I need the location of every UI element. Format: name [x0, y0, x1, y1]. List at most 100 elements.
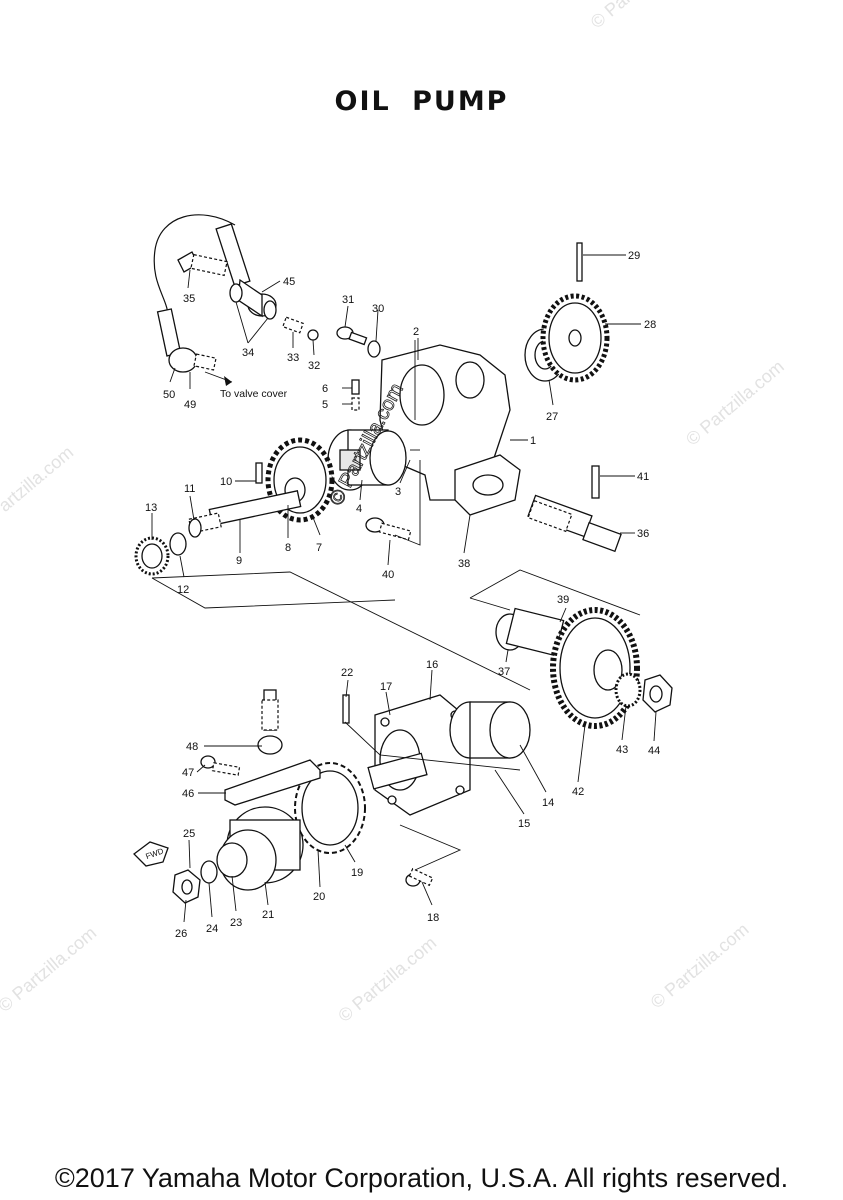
callout-26: 26 [175, 928, 187, 940]
callout-25: 25 [183, 828, 195, 840]
part-46-bracket [224, 759, 321, 806]
callout-17: 17 [380, 681, 392, 693]
part-5-spring [351, 397, 360, 411]
callout-9: 9 [236, 555, 242, 567]
part-26-nut [172, 869, 201, 904]
assembly-outlines [151, 449, 641, 871]
callout-40: 40 [382, 569, 394, 581]
callout-34: 34 [242, 347, 254, 359]
callout-21: 21 [262, 909, 274, 921]
part-28-sprocket [540, 293, 610, 383]
callout-4: 4 [356, 503, 362, 515]
part-34-washer [263, 300, 277, 320]
callout-37: 37 [498, 666, 510, 678]
callout-47: 47 [182, 767, 194, 779]
callout-16: 16 [426, 659, 438, 671]
callout-20: 20 [313, 891, 325, 903]
watermark-layer: © Partzilla.com © Partzilla.com © Partzi… [0, 0, 788, 1026]
part-30-washer [367, 340, 381, 358]
part-48-sensor [257, 689, 283, 755]
part-40-bolt [365, 517, 412, 541]
part-shaft [367, 752, 428, 790]
callout-39: 39 [557, 594, 569, 606]
callout-31: 31 [342, 294, 354, 306]
part-35-bolt [177, 251, 228, 277]
part-23-collar [216, 842, 248, 878]
callout-13: 13 [145, 502, 157, 514]
part-24-washer [200, 860, 218, 884]
fwd-arrow-icon: FWD [133, 841, 169, 867]
arrow-head-icon [224, 376, 232, 386]
note-to-valve-cover: To valve cover [220, 388, 288, 400]
callout-42: 42 [572, 786, 584, 798]
part-34-washer [229, 283, 243, 303]
part-50-banjo-fitting [156, 308, 217, 373]
part-43-gear [614, 672, 642, 708]
callout-45: 45 [283, 276, 295, 288]
part-13-spring [134, 536, 170, 576]
watermark-text: © Partzilla.com [647, 919, 753, 1012]
part-6-pin [351, 379, 360, 395]
callout-12: 12 [177, 584, 189, 596]
callout-8: 8 [285, 542, 291, 554]
watermark-text: © Partzilla.com [0, 923, 100, 1016]
part-18-bolt [405, 867, 434, 887]
callout-49: 49 [184, 399, 196, 411]
part-9-shaft [188, 490, 302, 534]
part-36-drive-shaft [527, 494, 622, 553]
callout-7: 7 [316, 542, 322, 554]
callout-46: 46 [182, 788, 194, 800]
callout-18: 18 [427, 912, 439, 924]
callout-labels: 1 2 3 4 5 6 7 8 9 10 11 12 13 14 15 16 1… [145, 250, 660, 940]
callout-10: 10 [220, 476, 232, 488]
callout-43: 43 [616, 744, 628, 756]
part-14-cap [449, 701, 531, 759]
part-44-nut [642, 674, 673, 713]
callout-3: 3 [395, 486, 401, 498]
callout-29: 29 [628, 250, 640, 262]
callout-44: 44 [648, 745, 660, 757]
part-32-ball [307, 329, 319, 341]
callout-35: 35 [183, 293, 195, 305]
callout-14: 14 [542, 797, 554, 809]
leader-lines [151, 254, 657, 923]
oil-hose-line [153, 214, 236, 321]
part-33-spring [282, 316, 304, 334]
part-47-bolt [200, 755, 241, 776]
callout-23: 23 [230, 917, 242, 929]
callout-28: 28 [644, 319, 656, 331]
part-19-spring [294, 762, 366, 854]
callout-41: 41 [637, 471, 649, 483]
part-4-rotor [327, 429, 407, 491]
callout-33: 33 [287, 352, 299, 364]
callout-19: 19 [351, 867, 363, 879]
callout-2: 2 [413, 326, 419, 338]
watermark-text: © Partzilla.com [0, 442, 77, 535]
callout-24: 24 [206, 923, 218, 935]
callout-27: 27 [546, 411, 558, 423]
part-31-bolt [336, 326, 368, 346]
callout-36: 36 [637, 528, 649, 540]
watermark-text: © Partzilla.com [682, 356, 788, 449]
copyright-footer: ©2017 Yamaha Motor Corporation, U.S.A. A… [54, 1163, 789, 1193]
callout-22: 22 [341, 667, 353, 679]
part-10-pin [255, 462, 263, 484]
callout-11: 11 [184, 483, 195, 495]
callout-15: 15 [518, 818, 530, 830]
part-41-pin [591, 465, 600, 499]
watermark-text: © Partzilla.com [587, 0, 693, 32]
part-22-pin [342, 694, 350, 724]
callout-6: 6 [322, 383, 328, 395]
part-12-washer [169, 532, 187, 556]
part-42-gear [550, 607, 640, 729]
page-title: OIL PUMP [334, 86, 509, 117]
callout-5: 5 [322, 399, 328, 411]
part-37-shaft [495, 607, 565, 657]
part-11-clip [188, 518, 202, 538]
callout-30: 30 [372, 303, 384, 315]
watermark-text: © Partzilla.com [334, 933, 440, 1026]
callout-1: 1 [530, 435, 536, 447]
callout-50: 50 [163, 389, 175, 401]
callout-38: 38 [458, 558, 470, 570]
